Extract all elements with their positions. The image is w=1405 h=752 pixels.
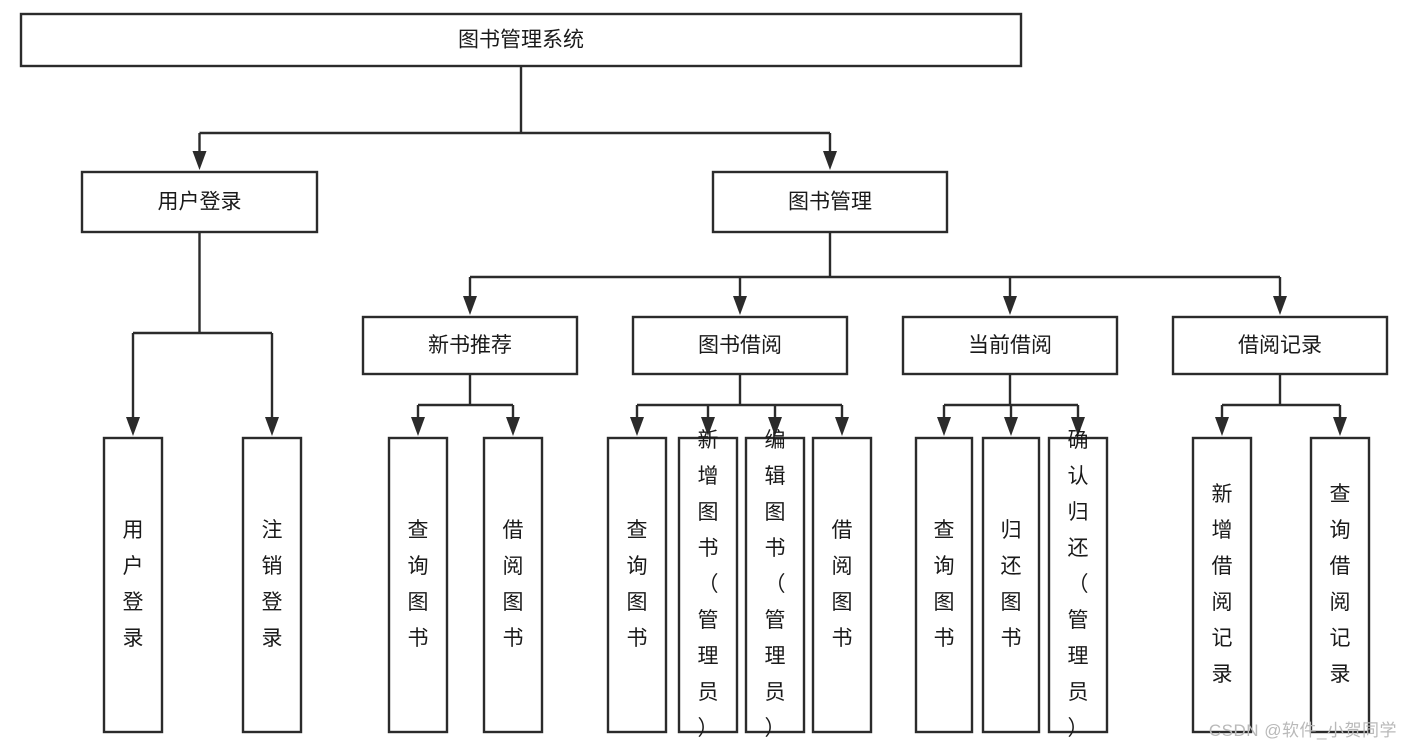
arrow-head-icon <box>126 417 140 436</box>
node-leaf_5[interactable]: 新增图书（管理员） <box>677 429 739 740</box>
node-box[interactable] <box>711 170 949 234</box>
node-label: 借阅图书 <box>503 519 524 650</box>
node-layer: 图书管理系统用户登录图书管理新书推荐图书借阅当前借阅借阅记录用户登录注销登录查询… <box>19 12 1389 740</box>
node-label: 确认归还（管理员） <box>1068 429 1089 740</box>
node-leaf_10[interactable]: 确认归还（管理员） <box>1047 429 1109 740</box>
node-label: 查询图书 <box>408 519 429 650</box>
connector-group-l3_0 <box>411 375 520 436</box>
node-box[interactable] <box>482 436 544 734</box>
arrow-head-icon <box>835 417 849 436</box>
node-label: 当前借阅 <box>968 334 1052 357</box>
arrow-head-icon <box>823 151 837 170</box>
node-label: 借阅记录 <box>1238 334 1322 357</box>
node-box[interactable] <box>241 436 303 734</box>
node-leaf_7[interactable]: 借阅图书 <box>811 436 873 734</box>
node-box[interactable] <box>981 436 1041 734</box>
node-box[interactable] <box>387 436 449 734</box>
node-box[interactable] <box>811 436 873 734</box>
arrow-head-icon <box>411 417 425 436</box>
node-label: 用户登录 <box>158 191 242 214</box>
node-root[interactable]: 图书管理系统 <box>19 12 1023 68</box>
connector-group-l3_3 <box>1215 375 1347 436</box>
arrow-head-icon <box>1004 417 1018 436</box>
arrow-head-icon <box>506 417 520 436</box>
node-box[interactable] <box>901 315 1119 376</box>
node-l3_1[interactable]: 图书借阅 <box>631 315 849 376</box>
node-label: 查询借阅记录 <box>1330 483 1351 686</box>
connector-group-l2_0 <box>126 233 279 436</box>
node-l3_3[interactable]: 借阅记录 <box>1171 315 1389 376</box>
arrow-head-icon <box>1071 417 1085 436</box>
node-box[interactable] <box>677 436 739 734</box>
arrow-head-icon <box>630 417 644 436</box>
arrow-head-icon <box>192 151 207 170</box>
node-l3_2[interactable]: 当前借阅 <box>901 315 1119 376</box>
node-label: 查询图书 <box>627 519 648 650</box>
node-label: 图书借阅 <box>698 334 782 357</box>
arrow-head-icon <box>1333 417 1347 436</box>
node-box[interactable] <box>80 170 319 234</box>
node-leaf_1[interactable]: 注销登录 <box>241 436 303 734</box>
connector-group-l3_1 <box>630 375 849 436</box>
node-label: 新增图书（管理员） <box>698 429 719 740</box>
node-label: 图书管理 <box>788 191 872 214</box>
arrow-head-icon <box>701 417 715 436</box>
connector-group-l2_1 <box>463 233 1287 315</box>
arrow-head-icon <box>768 417 782 436</box>
node-leaf_11[interactable]: 新增借阅记录 <box>1191 436 1253 734</box>
node-leaf_0[interactable]: 用户登录 <box>102 436 164 734</box>
node-box[interactable] <box>914 436 974 734</box>
node-label: 归还图书 <box>1001 519 1022 650</box>
node-box[interactable] <box>744 436 806 734</box>
node-label: 图书管理系统 <box>458 29 584 52</box>
node-leaf_6[interactable]: 编辑图书（管理员） <box>744 429 806 740</box>
node-box[interactable] <box>606 436 668 734</box>
arrow-head-icon <box>733 296 747 315</box>
node-box[interactable] <box>102 436 164 734</box>
arrow-head-icon <box>937 417 951 436</box>
node-leaf_9[interactable]: 归还图书 <box>981 436 1041 734</box>
node-box[interactable] <box>1171 315 1389 376</box>
node-box[interactable] <box>631 315 849 376</box>
node-leaf_8[interactable]: 查询图书 <box>914 436 974 734</box>
node-box[interactable] <box>1191 436 1253 734</box>
node-l3_0[interactable]: 新书推荐 <box>361 315 579 376</box>
node-box[interactable] <box>361 315 579 376</box>
node-box[interactable] <box>1047 436 1109 734</box>
node-label: 用户登录 <box>123 519 144 650</box>
arrow-head-icon <box>463 296 477 315</box>
node-leaf_4[interactable]: 查询图书 <box>606 436 668 734</box>
connector-group-l3_2 <box>937 375 1085 436</box>
node-leaf_3[interactable]: 借阅图书 <box>482 436 544 734</box>
arrow-head-icon <box>1273 296 1287 315</box>
node-box[interactable] <box>1309 436 1371 734</box>
node-l2_0[interactable]: 用户登录 <box>80 170 319 234</box>
node-label: 查询图书 <box>934 519 955 650</box>
arrow-head-icon <box>1215 417 1229 436</box>
node-label: 注销登录 <box>262 519 283 650</box>
connector-group-root <box>192 67 837 170</box>
node-leaf_12[interactable]: 查询借阅记录 <box>1309 436 1371 734</box>
arrow-head-icon <box>265 417 279 436</box>
node-label: 编辑图书（管理员） <box>765 429 786 740</box>
connector-layer <box>126 67 1347 436</box>
node-box[interactable] <box>19 12 1023 68</box>
node-l2_1[interactable]: 图书管理 <box>711 170 949 234</box>
node-label: 新书推荐 <box>428 334 512 357</box>
node-label: 借阅图书 <box>832 519 853 650</box>
node-label: 新增借阅记录 <box>1212 483 1233 686</box>
node-leaf_2[interactable]: 查询图书 <box>387 436 449 734</box>
arrow-head-icon <box>1003 296 1017 315</box>
